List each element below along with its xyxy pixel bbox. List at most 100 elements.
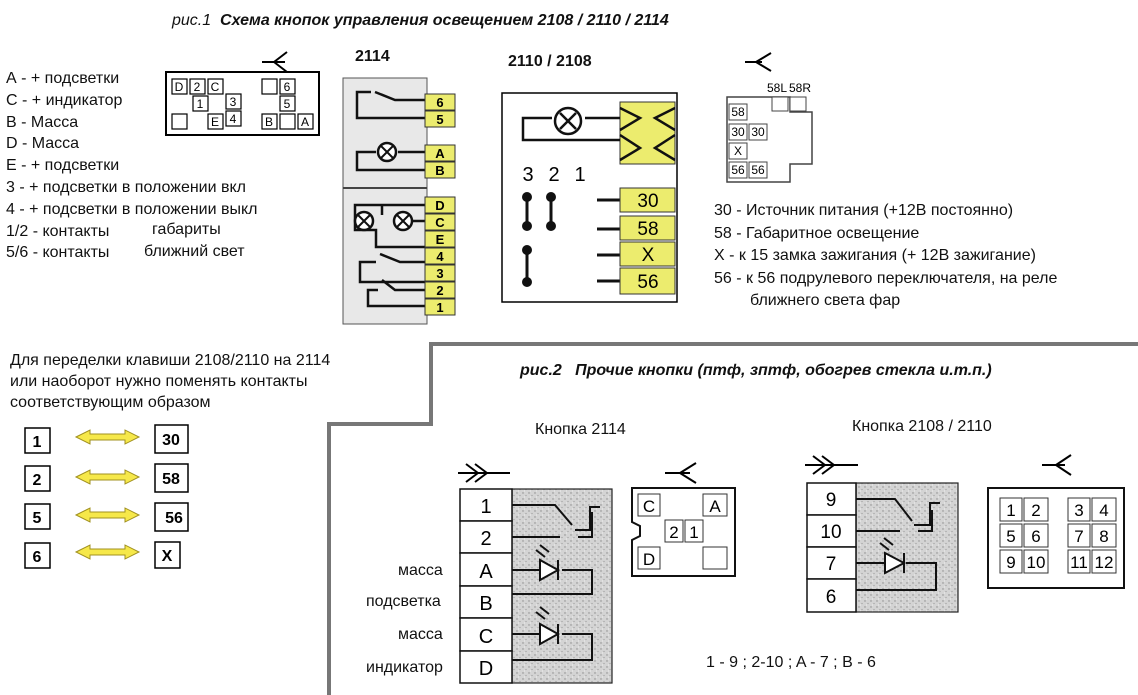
pin-label: C (211, 80, 220, 94)
pin-label: 2 (480, 528, 491, 550)
pin-label: 56 (751, 163, 765, 177)
pair-from: 6 (33, 549, 42, 566)
pin-label: 10 (1027, 553, 1046, 572)
button-2108-label: Кнопка 2108 / 2110 (852, 418, 992, 435)
pair-to: X (162, 548, 173, 565)
pin-label: 3 (436, 266, 443, 281)
model-2114-label: 2114 (355, 48, 390, 65)
double-arrow-icon (74, 469, 141, 485)
switch-2114-pins: 6 5 A B D C E 4 3 2 1 (424, 93, 456, 316)
pin-label: 6 (284, 80, 291, 94)
legend-left: А - + подсветки С - + индикатор В - Масс… (6, 68, 258, 264)
switch-number: 3 (522, 164, 533, 186)
legend-line: 3 - + подсветки в положении вкл (6, 178, 247, 196)
conversion-pairs: 1 2 5 6 30 58 56 X (24, 424, 189, 569)
fig1-title-text: Схема кнопок управления освещением 2108 … (220, 12, 669, 29)
pin-label: 2 (436, 283, 443, 298)
button-2114-label: Кнопка 2114 (535, 421, 626, 438)
pin-label: 5 (436, 112, 443, 127)
connector-2114-fig2: C A 2 1 D (631, 487, 736, 577)
pin-label: 58L (767, 81, 787, 95)
legend-note-blizhniy: ближний свет (144, 243, 245, 260)
pin-label: 2 (669, 523, 678, 542)
pin-label: 58 (637, 219, 658, 240)
pin-label: B (435, 163, 444, 178)
pin-label: 12 (1095, 553, 1114, 572)
pin-label: X (642, 245, 655, 266)
connector-2114: D 2 C 1 3 E 4 B A 6 5 (165, 71, 320, 136)
pin-label: 56 (731, 163, 745, 177)
pin-label: 58R (789, 81, 811, 95)
side-label-podsvetka: подсветка (366, 593, 441, 610)
pin-label: 3 (230, 95, 237, 109)
pin-label: C (435, 215, 445, 230)
pin-label: B (265, 115, 273, 129)
legend-line: 5/6 - контакты (6, 244, 110, 262)
pair-to: 56 (165, 510, 183, 527)
conversion-line: соответствующим образом (10, 394, 211, 411)
pin-label: A (479, 561, 493, 583)
legend-right-line: 58 - Габаритное освещение (714, 224, 920, 242)
legend-line: 4 - + подсветки в положении выкл (6, 200, 258, 218)
pin-label: 7 (826, 554, 837, 575)
switch-2110-body: 3 2 1 30 58 X 56 (501, 92, 678, 303)
switch-2114-body (342, 77, 428, 325)
pin-label: E (436, 232, 445, 247)
connector-2110: 58L 58R 58 30 30 X 56 56 (726, 81, 813, 183)
fig2-title: рис.2 Прочие кнопки (птф, зптф, обогрев … (520, 362, 992, 380)
pin-label: B (479, 593, 492, 615)
pin-label: A (709, 497, 721, 516)
pin-label: 6 (436, 95, 443, 110)
pin-label: 8 (1099, 527, 1108, 546)
pin-label: 4 (436, 249, 444, 264)
pin-mapping-text: 1 - 9 ; 2-10 ; A - 7 ; B - 6 (706, 654, 876, 671)
pin-label: D (643, 550, 655, 569)
pin-label: A (301, 115, 309, 129)
pin-label: 7 (1074, 527, 1083, 546)
pin-label: 56 (637, 272, 658, 293)
pin-label: 6 (826, 587, 837, 608)
pin-label: X (734, 144, 742, 158)
legend-line: А - + подсветки (6, 70, 120, 87)
pin-label: 1 (197, 97, 204, 111)
pin-label: 30 (637, 191, 658, 212)
legend-line: В - Масса (6, 113, 79, 131)
button-2108-schematic: 9 10 7 6 (806, 482, 959, 613)
pin-label: 2 (1031, 501, 1040, 520)
pin-label: 1 (689, 523, 698, 542)
section-divider (327, 342, 1138, 695)
connector-plug-icon (262, 51, 1072, 484)
button-2114-schematic: 1 2 A B C D (459, 488, 613, 684)
legend-right: 30 - Источник питания (+12В постоянно) 5… (714, 200, 1057, 313)
pin-label: 9 (826, 490, 837, 511)
pin-label: 10 (820, 522, 841, 543)
fig2-title-prefix: рис.2 (520, 362, 562, 379)
pair-from: 5 (33, 510, 42, 527)
side-label-massa-2: масса (398, 626, 443, 643)
switch-number: 1 (574, 164, 585, 186)
pair-from: 2 (33, 472, 42, 489)
pin-label: E (211, 115, 219, 129)
pin-label: C (479, 626, 493, 648)
double-arrow-icon (74, 507, 141, 523)
legend-note-gabarity: габариты (152, 221, 221, 238)
pin-label: A (435, 146, 445, 161)
conversion-text: Для переделки клавиши 2108/2110 на 2114 … (10, 350, 330, 413)
legend-line: С - + индикатор (6, 91, 123, 109)
pin-label: 4 (230, 112, 237, 126)
pin-label: 1 (436, 300, 443, 315)
legend-right-line: ближнего света фар (750, 292, 901, 309)
connector-2108-fig2: 1 2 5 6 9 10 3 4 7 8 11 12 (987, 487, 1125, 589)
side-label-indikator: индикатор (366, 659, 443, 676)
pin-label: C (643, 497, 655, 516)
pin-label: 9 (1006, 553, 1015, 572)
cable-socket-icon (458, 455, 858, 483)
double-arrow-icon (74, 544, 141, 560)
conversion-line: или наоборот нужно поменять контакты (10, 373, 308, 390)
switch-number: 2 (548, 164, 559, 186)
pin-label: 5 (1006, 527, 1015, 546)
pin-label: 4 (1099, 501, 1108, 520)
legend-line: 1/2 - контакты (6, 222, 110, 240)
pair-to: 58 (162, 471, 180, 488)
